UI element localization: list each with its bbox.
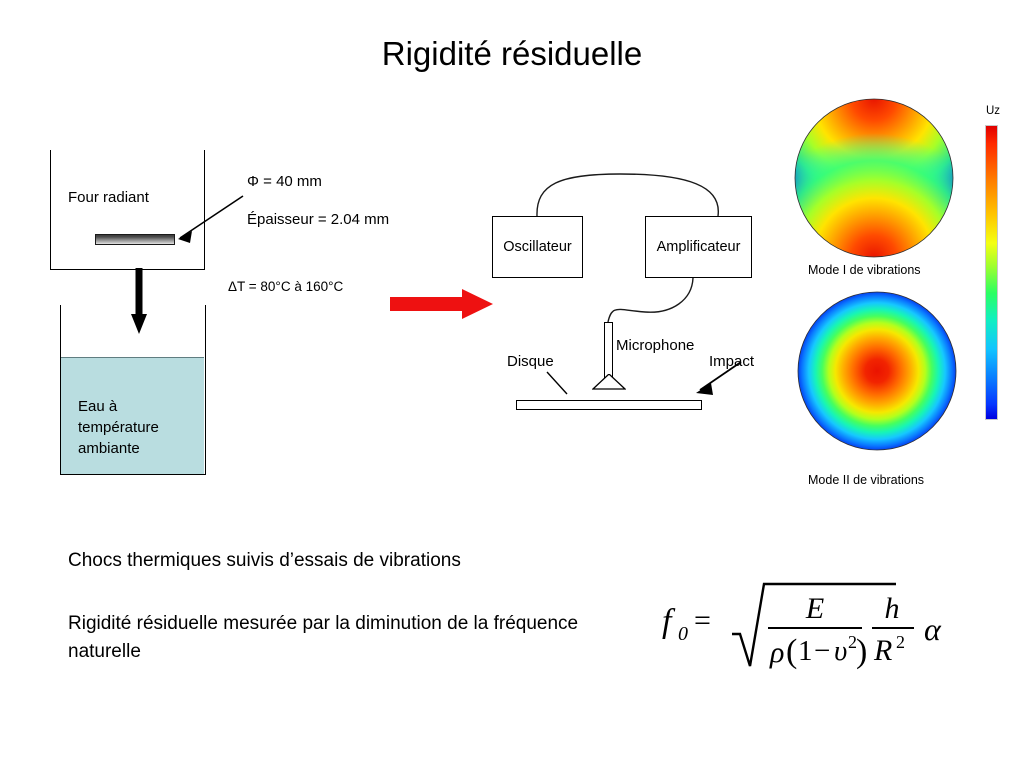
spec-diameter: Φ = 40 mm: [247, 173, 322, 190]
amplifier-label: Amplificateur: [656, 239, 741, 255]
formula-paren-close: ): [856, 633, 867, 670]
formula-E: E: [805, 592, 824, 625]
mode-1-plot: [794, 98, 954, 258]
drop-arrow: [131, 268, 147, 334]
mode-2-caption: Mode II de vibrations: [808, 473, 925, 487]
formula-one: 1: [798, 635, 813, 667]
mode-1-caption: Mode I de vibrations: [808, 263, 921, 277]
oscillator-box: Oscillateur: [492, 216, 583, 278]
formula-R: R: [873, 634, 892, 667]
furnace-enclosure: [50, 150, 205, 270]
natural-frequency-formula: f 0 = E ρ ( 1 − υ 2 ) h R 2: [660, 570, 990, 680]
water-fill: [61, 357, 204, 474]
spec-delta-temperature: ΔT = 80°C à 160°C: [228, 279, 344, 294]
formula-h: h: [885, 592, 900, 625]
microphone-rod: [604, 322, 613, 378]
mode-2-plot: [797, 291, 957, 451]
formula-equals: =: [694, 604, 711, 637]
specimen-plate: [95, 234, 175, 245]
disc-label: Disque: [507, 353, 554, 370]
formula-minus: −: [814, 635, 830, 667]
red-arrow-icon: [390, 289, 493, 319]
furnace-label: Four radiant: [68, 189, 149, 206]
formula-paren-open: (: [786, 633, 797, 670]
amplifier-box: Amplificateur: [645, 216, 752, 278]
colorbar-uz: [985, 125, 998, 420]
formula-upsilon: υ: [834, 635, 847, 667]
conclusion-line-2: Rigidité résiduelle mesurée par la dimin…: [68, 613, 579, 662]
water-label: Eau à température ambiante: [78, 398, 159, 457]
spec-thickness: Épaisseur = 2.04 mm: [247, 211, 390, 228]
formula-upsilon-exp: 2: [848, 632, 857, 652]
disc-specimen: [516, 400, 702, 410]
colorbar-title: Uz: [986, 105, 1001, 117]
impact-label: Impact: [709, 353, 755, 370]
oscillator-label: Oscillateur: [503, 239, 572, 255]
microphone-label: Microphone: [616, 337, 695, 354]
conclusion-line-1: Chocs thermiques suivis d’essais de vibr…: [68, 550, 461, 571]
formula-rho: ρ: [769, 636, 784, 669]
water-tank: [60, 305, 206, 475]
microphone-base-icon: [592, 374, 626, 390]
page-title: Rigidité résiduelle: [381, 35, 643, 72]
formula-alpha: α: [924, 611, 942, 647]
formula-f-sub: 0: [678, 623, 688, 645]
formula-f: f: [662, 603, 676, 640]
formula-R-exp: 2: [896, 632, 905, 652]
